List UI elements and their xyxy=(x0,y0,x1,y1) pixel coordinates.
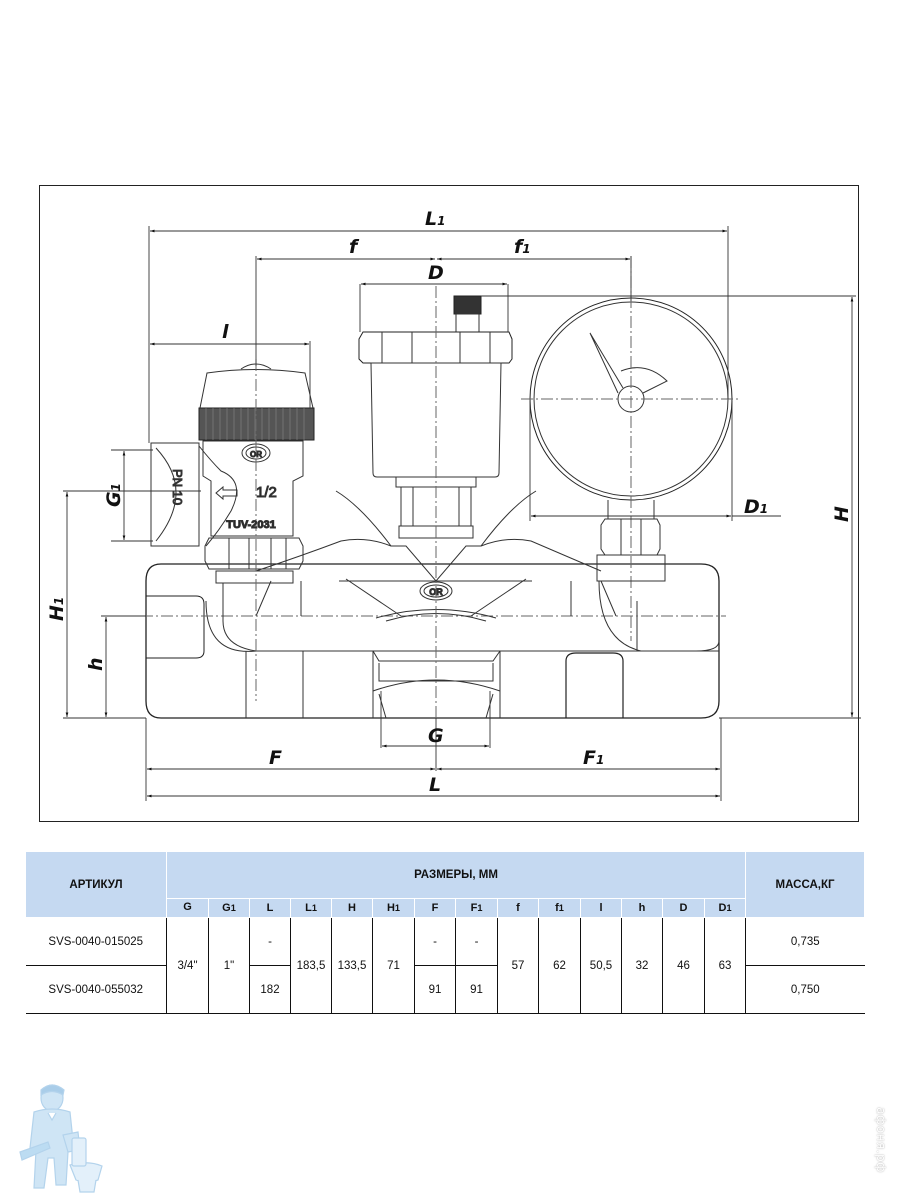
specifications-table: АРТИКУЛ РАЗМЕРЫ, ММ МАССА,КГ G G1 L L1 H… xyxy=(25,851,866,1014)
header-col-h: h xyxy=(621,898,663,918)
watermark: афоня.рф xyxy=(868,1088,894,1192)
logo-text-valve: OR xyxy=(250,450,262,459)
cell-mass: 0,735 xyxy=(745,917,865,966)
header-col-H1: H1 xyxy=(372,898,415,918)
table-row: SVS-0040-055032 182 91 91 0,750 xyxy=(25,965,865,1014)
header-col-F: F xyxy=(414,898,456,918)
dim-label-D1: D1 xyxy=(744,496,768,518)
dim-label-f1: f1 xyxy=(514,236,531,258)
header-col-D: D xyxy=(662,898,705,918)
cell-H: 133,5 xyxy=(331,917,373,1014)
dim-label-H: H xyxy=(831,506,853,522)
cell-l: 50,5 xyxy=(580,917,622,1014)
cell-f: 57 xyxy=(497,917,539,1014)
header-col-l: l xyxy=(580,898,622,918)
plumber-mascot-icon xyxy=(19,1084,103,1193)
cell-article: SVS-0040-055032 xyxy=(25,965,167,1014)
air-vent xyxy=(358,286,513,721)
header-col-f1: f1 xyxy=(538,898,581,918)
cell-L: 182 xyxy=(249,965,291,1014)
header-col-D1: D1 xyxy=(703,898,747,918)
cell-F1: 91 xyxy=(455,965,498,1014)
cell-L: - xyxy=(249,917,291,966)
dim-label-H1: H1 xyxy=(46,597,68,621)
dim-label-G: G xyxy=(428,725,444,747)
dim-label-G1: G1 xyxy=(103,483,125,507)
dimension-lines xyxy=(63,226,861,801)
dim-label-D: D xyxy=(428,262,444,284)
header-dimensions-group: РАЗМЕРЫ, ММ xyxy=(165,851,747,899)
cell-F: - xyxy=(414,917,456,966)
cell-H1: 71 xyxy=(372,917,415,1014)
certification-marking: TUV-2031 xyxy=(226,519,276,531)
dim-label-h: h xyxy=(85,657,107,671)
header-col-F1: F1 xyxy=(455,898,498,918)
dim-label-l: l xyxy=(222,321,229,343)
cell-mass: 0,750 xyxy=(745,965,865,1014)
header-article: АРТИКУЛ xyxy=(25,851,167,918)
header-col-L: L xyxy=(249,898,291,918)
cell-L1: 183,5 xyxy=(290,917,332,1014)
header-col-f: f xyxy=(497,898,539,918)
pressure-marking: PN 10 xyxy=(170,469,185,505)
cell-F: 91 xyxy=(414,965,456,1014)
dim-label-L1: L1 xyxy=(425,208,445,230)
dim-label-F1: F1 xyxy=(583,747,604,769)
cell-f1: 62 xyxy=(538,917,581,1014)
thermostatic-valve xyxy=(150,359,315,701)
dim-label-F: F xyxy=(269,747,282,769)
header-col-H: H xyxy=(331,898,373,918)
header-col-G: G xyxy=(166,898,209,918)
header-mass: МАССА,КГ xyxy=(745,851,866,918)
watermark-text: афоня.рф xyxy=(874,1107,888,1173)
table-row: SVS-0040-015025 3/4" 1" - 183,5 133,5 71… xyxy=(25,917,865,1014)
header-col-L1: L1 xyxy=(290,898,332,918)
pressure-gauge xyxy=(521,256,741,652)
cell-D: 46 xyxy=(662,917,705,1014)
cell-D1: 63 xyxy=(703,917,747,1014)
cell-G: 3/4" xyxy=(166,917,209,1014)
cell-F1: - xyxy=(455,917,498,966)
dim-label-L: L xyxy=(429,774,441,796)
header-col-G1: G1 xyxy=(208,898,250,918)
cell-article: SVS-0040-015025 xyxy=(25,917,167,966)
dim-label-f: f xyxy=(349,236,360,258)
technical-drawing-frame: OR xyxy=(39,185,861,822)
cell-h: 32 xyxy=(621,917,663,1014)
cell-G1: 1" xyxy=(208,917,250,1014)
thread-marking: 1/2 xyxy=(256,484,277,501)
